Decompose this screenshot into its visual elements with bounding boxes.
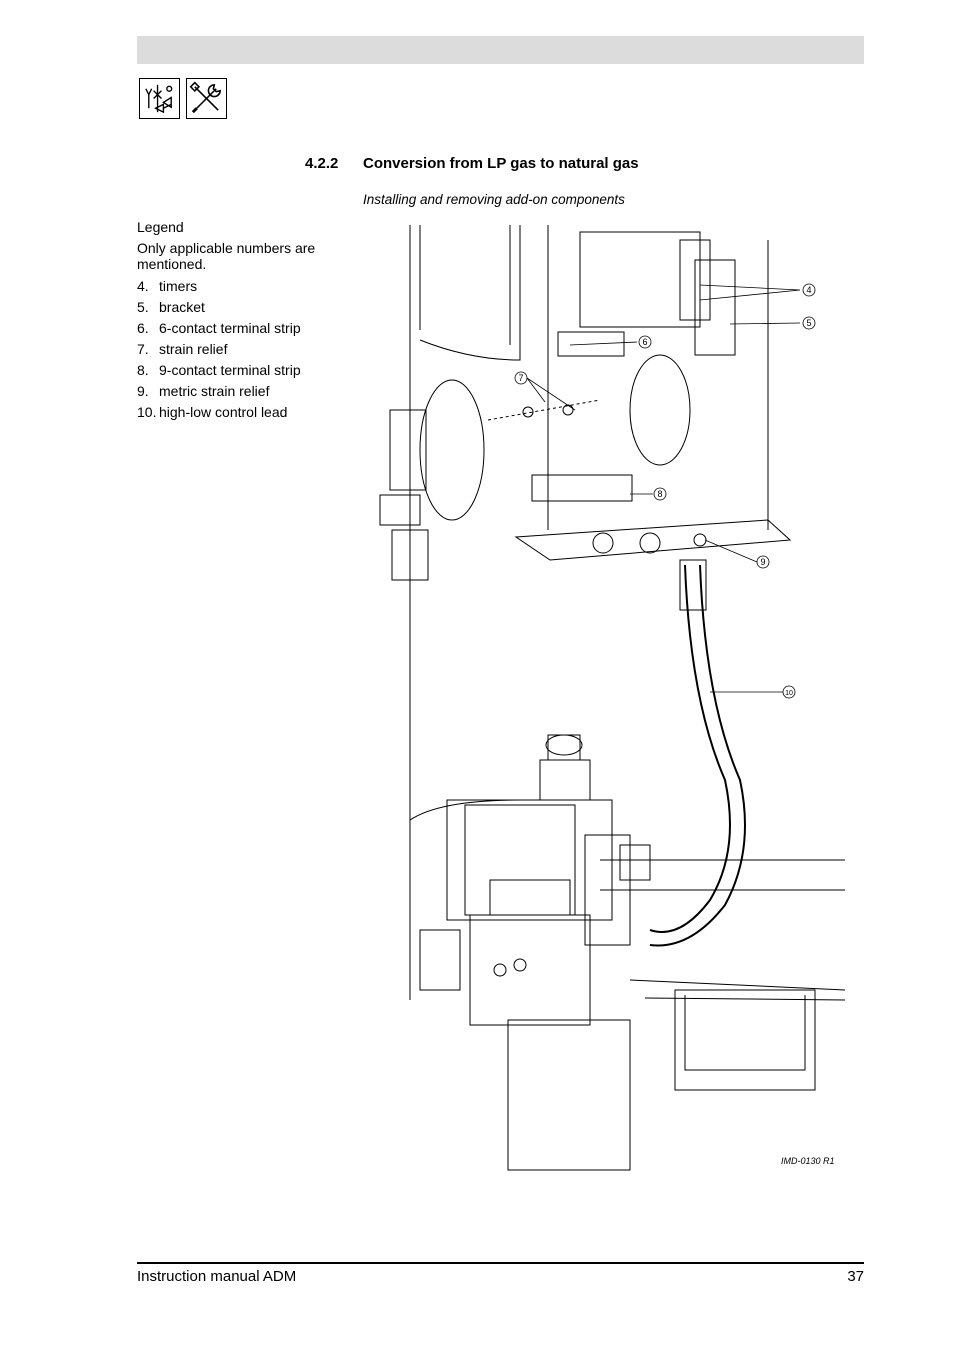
callout-label: 5	[806, 318, 811, 328]
legend-item: 5. bracket	[137, 296, 337, 317]
legend-item-number: 6.	[137, 319, 149, 336]
legend-item-text: 6-contact terminal strip	[159, 319, 301, 336]
figure-id: IMD-0130 R1	[781, 1156, 835, 1166]
legend-item: 6. 6-contact terminal strip	[137, 317, 337, 338]
legend-item-number: 9.	[137, 382, 149, 399]
legend-note: Only applicable numbers are mentioned.	[137, 240, 316, 272]
burner-frame	[600, 859, 846, 1091]
callout-label: 4	[806, 285, 811, 295]
control-lead	[649, 559, 746, 947]
callout-label: 10	[785, 690, 793, 697]
page-number: 37	[847, 1268, 864, 1285]
footer-manual-title: Instruction manual ADM	[137, 1268, 297, 1285]
legend-item-number: 5.	[137, 298, 149, 315]
legend-item-text: 9-contact terminal strip	[159, 361, 301, 378]
legend-item-text: high-low control lead	[159, 403, 288, 420]
control-panel	[487, 225, 792, 561]
legend-item-number: 7.	[137, 340, 149, 357]
legend: Legend Only applicable numbers are menti…	[137, 219, 337, 422]
legend-item: 9. metric strain relief	[137, 380, 337, 401]
footer-rule	[137, 1262, 864, 1264]
callout-label: 8	[657, 489, 662, 499]
callout-label: 7	[518, 373, 523, 383]
callout-label: 6	[642, 337, 647, 347]
callout-leaders	[526, 284, 801, 693]
gas-valve-icon	[139, 78, 180, 119]
legend-item-text: timers	[159, 277, 198, 294]
tools-icon	[186, 78, 227, 119]
section-number: 4.2.2	[305, 155, 339, 172]
callout-markers	[514, 283, 816, 699]
legend-item: 4. timers	[137, 275, 337, 296]
header-bar	[137, 36, 864, 64]
legend-item-number: 8.	[137, 361, 149, 378]
legend-item-number: 10.	[137, 403, 157, 420]
legend-heading: Legend	[137, 219, 184, 235]
pipe-fitting	[379, 379, 485, 830]
legend-item-text: metric strain relief	[159, 382, 270, 399]
section-title: Conversion from LP gas to natural gas	[363, 155, 639, 172]
technical-drawing: 4 5 6 7 8 9 10	[379, 225, 846, 1171]
legend-item-text: bracket	[159, 298, 205, 315]
gas-valve-assembly	[419, 734, 651, 1171]
legend-item: 8. 9-contact terminal strip	[137, 359, 337, 380]
legend-item-text: strain relief	[159, 340, 228, 357]
legend-item: 10.high-low control lead	[137, 401, 337, 422]
legend-item: 7. strain relief	[137, 338, 337, 359]
figure-subtitle: Installing and removing add-on component…	[363, 192, 625, 207]
callout-label: 9	[760, 557, 765, 567]
legend-item-number: 4.	[137, 277, 149, 294]
